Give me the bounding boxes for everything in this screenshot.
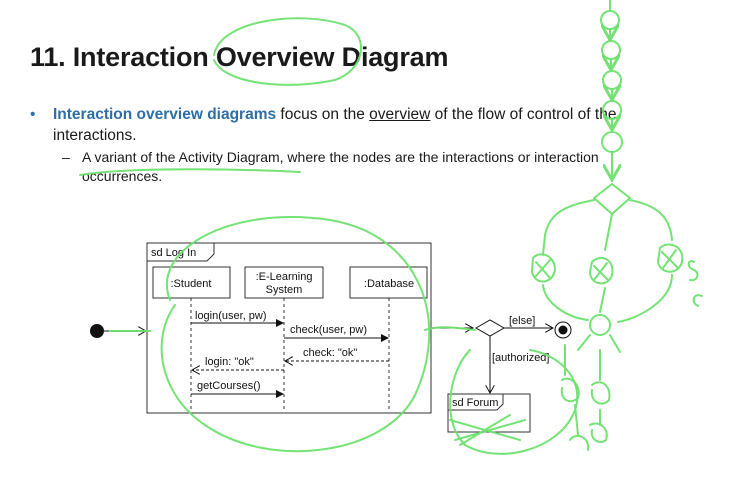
bullet-highlight: Interaction overview diagrams [53, 106, 277, 123]
guard-authorized: [authorized] [492, 352, 549, 364]
ink-node [602, 70, 622, 90]
ink-node-filled [589, 257, 614, 285]
ink-branch [604, 213, 613, 251]
ink-stroke [424, 326, 476, 331]
ink-node [601, 131, 623, 153]
ink-scribble [449, 414, 526, 446]
decision-node [474, 319, 506, 337]
lifeline-label: :Student [171, 278, 212, 290]
message-label: login(user, pw) [195, 310, 267, 322]
message-check-reply: check: "ok" [285, 347, 389, 361]
ink-branch [609, 334, 621, 353]
bullet-text: Interaction overview diagrams focus on t… [53, 104, 653, 146]
ink-node-filled [531, 253, 556, 283]
lifeline-label-line2: System [266, 284, 303, 296]
bullet-marker: • [30, 106, 36, 123]
ink-letter-s [687, 260, 699, 282]
ink-node [589, 409, 608, 443]
lifeline-label: :Database [364, 278, 414, 290]
ink-annotations [79, 0, 703, 455]
ink-decision [593, 183, 631, 215]
bullet-marker: – [62, 149, 70, 165]
message-login: login(user, pw) [191, 310, 284, 327]
ink-merge [599, 287, 606, 313]
ink-branch [629, 199, 673, 241]
slide-title: 11. Interaction Overview Diagram [30, 42, 449, 72]
ink-merge [617, 274, 673, 323]
ink-node [589, 314, 611, 336]
lifeline-student: :Student [152, 266, 231, 410]
message-check: check(user, pw) [284, 324, 389, 342]
ink-node [601, 40, 621, 60]
ink-branch [542, 199, 595, 256]
bullet-text-part: focus on the [276, 106, 370, 123]
ink-node-filled [657, 243, 684, 273]
ink-circle-overview [213, 17, 362, 86]
message-login-reply: login: "ok" [192, 356, 284, 370]
message-label: login: "ok" [205, 356, 254, 368]
sub-bullet-text: A variant of the Activity Diagram, where… [82, 149, 599, 184]
final-node [554, 321, 572, 339]
ink-underline-variant [79, 168, 301, 176]
ink-node [590, 349, 611, 405]
underlined-word: overview [369, 106, 431, 123]
message-label: check(user, pw) [290, 324, 367, 336]
initial-node [90, 324, 104, 338]
ink-node [600, 10, 620, 30]
lifeline-label: :E-Learning [256, 271, 313, 283]
guard-else: [else] [509, 315, 535, 327]
message-label: getCourses() [197, 380, 261, 392]
ink-node [602, 100, 622, 120]
message-label: check: "ok" [303, 347, 357, 359]
ink-merge [542, 284, 589, 321]
ink-circle-login [160, 216, 431, 453]
lifeline-database: :Database [349, 266, 428, 410]
ink-letter-c [692, 294, 703, 307]
lifeline-elearning-system: :E-Learning System [244, 266, 324, 410]
frame-tab [448, 393, 504, 411]
message-getcourses: getCourses() [191, 380, 284, 398]
forum-frame-label: sd Forum [452, 397, 498, 409]
ink-node [560, 344, 580, 403]
ink-node [569, 404, 590, 451]
frame-label: sd Log In [151, 247, 196, 259]
ink-branch [577, 334, 591, 351]
ink-circle-forum [449, 349, 579, 455]
bullet-text-part: of the flow of control of the interactio… [53, 106, 617, 144]
